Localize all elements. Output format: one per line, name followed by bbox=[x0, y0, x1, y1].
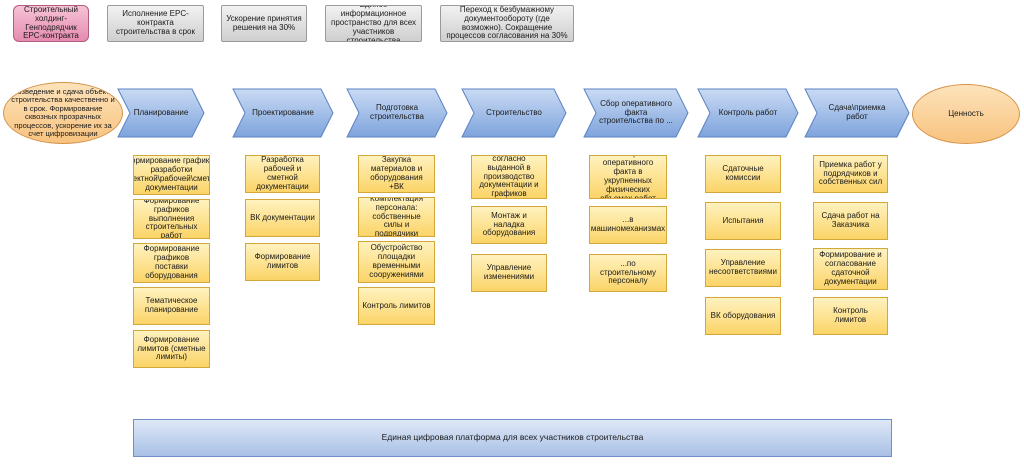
speed-text: Ускорение принятия решения на 30% bbox=[226, 13, 302, 32]
speed-box: Ускорение принятия решения на 30% bbox=[221, 5, 307, 42]
chevron-control bbox=[697, 88, 799, 138]
task-text: Монтаж и наладка оборудования bbox=[482, 210, 536, 238]
task-accept-1: Приемка работ у подрядчиков и собственны… bbox=[813, 155, 888, 193]
value-text: Ценность bbox=[948, 108, 984, 118]
chevron-planning bbox=[117, 88, 205, 138]
task-planning-4: Тематическое планирование bbox=[133, 287, 210, 325]
stage-label-construction: Строительство bbox=[486, 107, 542, 117]
chevron-acceptance bbox=[804, 88, 910, 138]
task-prep-4: Контроль лимитов bbox=[358, 287, 435, 325]
task-prep-1: Закупка материалов и оборудования +ВК bbox=[358, 155, 435, 193]
chevron-design bbox=[232, 88, 334, 138]
task-text: Формирование графиков разработки проектн… bbox=[133, 156, 210, 192]
task-text: Тематическое планирование bbox=[144, 296, 199, 314]
task-accept-3: Формирование и согласование сдаточной до… bbox=[813, 248, 888, 290]
holding-box: Строительный холдинг- Генподрядчик EPC-к… bbox=[13, 5, 89, 42]
task-text: Сдаточные комиссии bbox=[722, 164, 764, 182]
task-design-2: ВК документации bbox=[245, 199, 320, 237]
task-text: Формирование графиков выполнения строите… bbox=[143, 199, 200, 239]
task-accept-4: Контроль лимитов bbox=[813, 297, 888, 335]
task-text: Обустройство площадки временными сооруже… bbox=[369, 243, 424, 279]
task-planning-2: Формирование графиков выполнения строите… bbox=[133, 199, 210, 239]
task-constr-2: Монтаж и наладка оборудования bbox=[471, 206, 547, 244]
task-text: Закупка материалов и оборудования +ВК bbox=[370, 155, 423, 191]
chevron-construction bbox=[461, 88, 567, 138]
holding-text: Строительный холдинг- Генподрядчик EPC-к… bbox=[23, 5, 79, 41]
stage-label-preparation: Подготовка строительства bbox=[370, 103, 424, 121]
task-fact-1: Сбор оперативного факта в укрупненных фи… bbox=[589, 155, 667, 199]
task-control-2: Испытания bbox=[705, 202, 781, 240]
task-planning-3: Формирование графиков поставки оборудова… bbox=[133, 243, 210, 283]
task-prep-2: Комплектация персонала: собственные силы… bbox=[358, 197, 435, 237]
goal-text: Возведение и сдача объекта строительства… bbox=[11, 86, 115, 138]
task-design-1: Разработка рабочей и сметной документаци… bbox=[245, 155, 320, 193]
task-control-4: ВК оборудования bbox=[705, 297, 781, 335]
chevron-preparation bbox=[346, 88, 448, 138]
stage-label-control: Контроль работ bbox=[718, 107, 778, 117]
paperless-text: Переход к безбумажному документообороту … bbox=[446, 5, 568, 41]
info-space-box: Единое информационное пространство для в… bbox=[325, 5, 422, 42]
goal-ellipse: Возведение и сдача объекта строительства… bbox=[3, 82, 123, 144]
task-planning-5: Формирование лимитов (сметные лимиты) bbox=[133, 330, 210, 368]
task-text: ...по строительному персоналу bbox=[599, 258, 657, 286]
task-control-1: Сдаточные комиссии bbox=[705, 155, 781, 193]
digital-platform-bar: Единая цифровая платформа для всех участ… bbox=[133, 419, 892, 457]
stage-label-fact: Сбор оперативного факта строительства по… bbox=[599, 98, 673, 126]
task-text: Контроль лимитов bbox=[833, 306, 868, 324]
info-space-text: Единое информационное пространство для в… bbox=[330, 6, 417, 42]
task-constr-3: Управление изменениями bbox=[471, 254, 547, 292]
task-control-3: Управление несоответствиями bbox=[705, 249, 781, 287]
task-fact-3: ...по строительному персоналу bbox=[589, 254, 667, 292]
task-text: Формирование лимитов bbox=[254, 252, 311, 270]
epc-text: Исполнение EPC-контракта строительства в… bbox=[116, 9, 195, 36]
task-text: Формирование графиков поставки оборудова… bbox=[143, 244, 200, 280]
stage-label-acceptance: Сдача\приемка работ bbox=[828, 103, 886, 121]
task-text: Строительство, согласно выданной в произ… bbox=[479, 155, 539, 199]
platform-text: Единая цифровая платформа для всех участ… bbox=[381, 432, 644, 443]
task-text: ВК оборудования bbox=[710, 310, 776, 320]
task-fact-2: ...в машиномеханизмах bbox=[589, 206, 667, 244]
task-planning-1: Формирование графиков разработки проектн… bbox=[133, 155, 210, 195]
task-text: Контроль лимитов bbox=[362, 300, 431, 310]
task-design-3: Формирование лимитов bbox=[245, 243, 320, 281]
task-text: Формирование лимитов (сметные лимиты) bbox=[137, 334, 206, 362]
task-text: Разработка рабочей и сметной документаци… bbox=[256, 155, 309, 191]
stage-label-design: Проектирование bbox=[252, 107, 314, 117]
task-text: Управление изменениями bbox=[483, 263, 535, 281]
task-text: Управление несоответствиями bbox=[709, 258, 777, 276]
chevron-fact bbox=[583, 88, 689, 138]
task-text: ВК документации bbox=[250, 212, 315, 222]
paperless-box: Переход к безбумажному документообороту … bbox=[440, 5, 574, 42]
epc-box: Исполнение EPC-контракта строительства в… bbox=[107, 5, 204, 42]
task-text: Приемка работ у подрядчиков и собственны… bbox=[818, 159, 883, 187]
stage-label-planning: Планирование bbox=[133, 107, 189, 117]
task-text: Комплектация персонала: собственные силы… bbox=[369, 197, 424, 237]
task-accept-2: Сдача работ на Заказчика bbox=[813, 202, 888, 240]
task-prep-3: Обустройство площадки временными сооруже… bbox=[358, 241, 435, 283]
value-ellipse: Ценность bbox=[912, 84, 1020, 144]
task-text: Формирование и согласование сдаточной до… bbox=[819, 250, 882, 286]
task-text: Сдача работ на Заказчика bbox=[821, 211, 880, 229]
task-constr-1: Строительство, согласно выданной в произ… bbox=[471, 155, 547, 199]
task-text: Сбор оперативного факта в укрупненных фи… bbox=[600, 156, 656, 199]
task-text: Испытания bbox=[722, 215, 764, 225]
task-text: ...в машиномеханизмах bbox=[590, 215, 666, 233]
